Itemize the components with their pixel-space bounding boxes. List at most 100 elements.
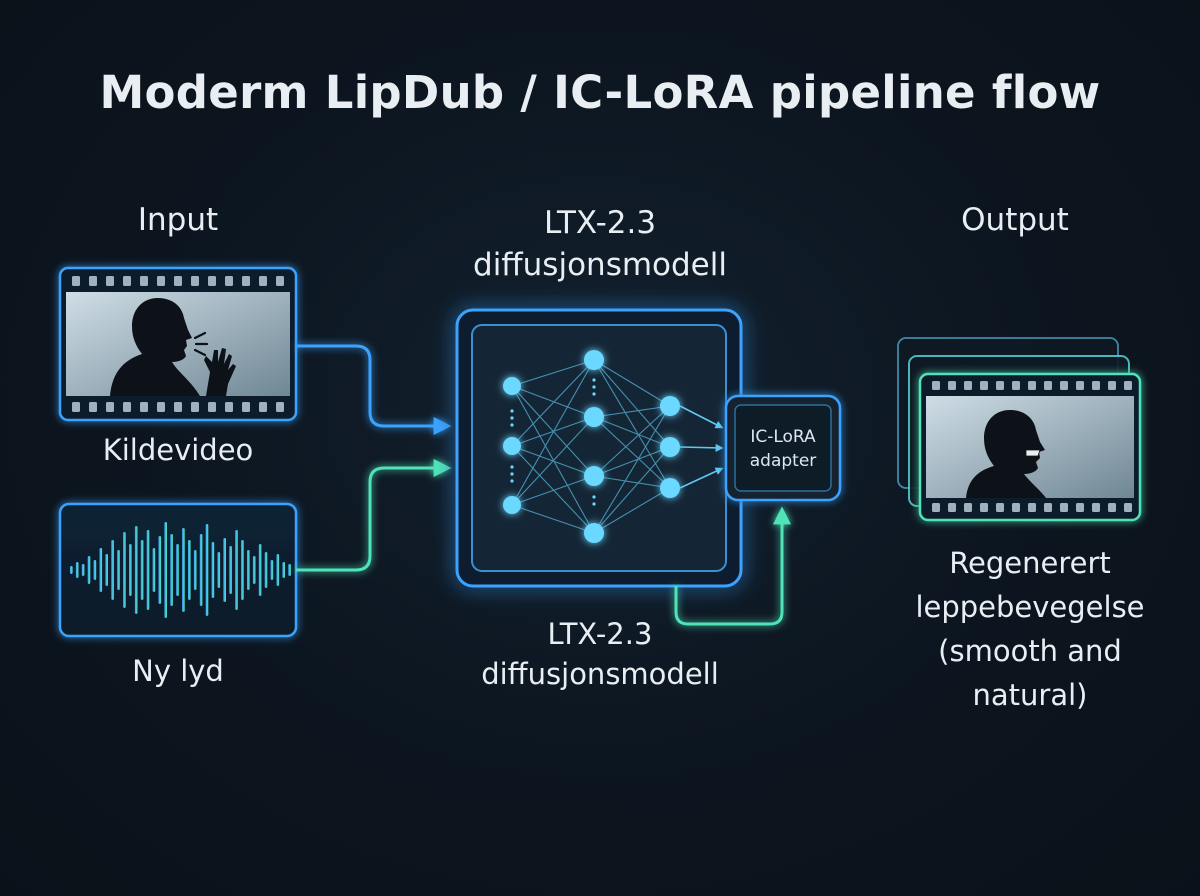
new-audio-label: Ny lyd bbox=[132, 654, 224, 688]
waveform-bar bbox=[146, 530, 150, 610]
waveform-bar bbox=[81, 564, 85, 576]
neural-output-arrow bbox=[679, 443, 724, 452]
waveform-bar bbox=[117, 550, 120, 590]
output-sprocket-holes bbox=[932, 381, 1132, 512]
waveform-bar bbox=[264, 552, 268, 588]
waveform-bar bbox=[247, 550, 250, 590]
neural-edge bbox=[593, 487, 671, 534]
waveform-bar bbox=[188, 540, 191, 600]
model-bottom-label: LTX-2.3 diffusjonsmodell bbox=[481, 617, 719, 691]
speaker-silhouette-icon bbox=[110, 298, 200, 396]
neural-node bbox=[503, 437, 521, 455]
film-sprocket-holes bbox=[72, 276, 284, 412]
waveform-bar bbox=[170, 534, 173, 606]
waveform-bars bbox=[70, 522, 291, 618]
neural-edge bbox=[511, 359, 595, 447]
neural-edge bbox=[511, 385, 595, 418]
waveform-bar bbox=[241, 540, 244, 600]
neural-edge bbox=[593, 416, 671, 448]
output-header: Output bbox=[961, 202, 1069, 238]
waveform-bar bbox=[152, 548, 156, 592]
output-label: Regenerert leppebevegelse (smooth and na… bbox=[915, 546, 1145, 712]
teeth-mouth-icon bbox=[1025, 449, 1041, 457]
waveform-bar bbox=[93, 560, 97, 580]
arrow-model-to-adapter bbox=[674, 506, 791, 626]
waveform-bar bbox=[205, 524, 209, 616]
arrow-audio-to-model bbox=[296, 459, 452, 572]
output-speaker-silhouette-icon bbox=[966, 410, 1046, 498]
waveform-bar bbox=[282, 562, 285, 578]
waveform-bar bbox=[129, 544, 132, 596]
neural-edge bbox=[511, 385, 595, 534]
waveform-bar bbox=[252, 556, 256, 584]
waveform-bar bbox=[193, 550, 197, 590]
waveform-bar bbox=[276, 554, 280, 586]
neural-edge bbox=[511, 445, 595, 534]
output-video-stack bbox=[897, 337, 1142, 522]
waveform-bar bbox=[223, 538, 226, 602]
neural-edge bbox=[593, 475, 671, 489]
neural-node bbox=[584, 523, 604, 543]
waveform-bar bbox=[99, 548, 103, 592]
neural-edge bbox=[593, 405, 671, 418]
neural-edge bbox=[593, 405, 671, 534]
waveform-bar bbox=[75, 562, 79, 578]
waveform-bar bbox=[176, 544, 179, 596]
neural-edge bbox=[593, 359, 671, 489]
source-video-label: Kildevideo bbox=[102, 433, 254, 467]
neural-node bbox=[584, 350, 604, 370]
neural-edge bbox=[593, 359, 671, 407]
waveform-bar bbox=[140, 540, 144, 600]
neural-edge bbox=[511, 475, 595, 506]
neural-node bbox=[503, 496, 521, 514]
waveform-bar bbox=[229, 546, 232, 594]
neural-edge bbox=[593, 416, 671, 489]
waveform-bar bbox=[182, 528, 185, 612]
input-header: Input bbox=[137, 202, 219, 238]
neural-layer-dots bbox=[510, 378, 596, 506]
model-header: LTX-2.3 diffusjonsmodell bbox=[473, 205, 727, 283]
neural-node bbox=[660, 478, 680, 498]
waveform-bar bbox=[164, 522, 167, 618]
waveform-bar bbox=[134, 526, 138, 614]
neural-edge bbox=[511, 416, 595, 506]
neural-edge bbox=[593, 359, 671, 448]
neural-node bbox=[660, 437, 680, 457]
arrow-video-to-model bbox=[296, 344, 452, 435]
diffusion-model-block bbox=[455, 308, 743, 588]
waveform-bar bbox=[270, 560, 274, 580]
neural-edge bbox=[593, 405, 671, 477]
waveform-bar bbox=[235, 530, 238, 610]
waveform-bar bbox=[217, 552, 221, 588]
waveform-bar bbox=[211, 542, 215, 598]
raised-hand-icon bbox=[204, 348, 236, 396]
neural-output-arrow bbox=[679, 405, 724, 429]
neural-node bbox=[584, 407, 604, 427]
neural-output-arrow bbox=[679, 467, 724, 489]
neural-edge bbox=[511, 504, 595, 534]
waveform-bar bbox=[199, 534, 203, 606]
neural-node bbox=[660, 396, 680, 416]
neural-edge bbox=[593, 446, 671, 477]
neural-node bbox=[584, 466, 604, 486]
neural-network-graph bbox=[503, 350, 724, 543]
source-video-frame bbox=[58, 266, 298, 422]
waveform-bar bbox=[288, 564, 291, 576]
neural-node bbox=[503, 377, 521, 395]
waveform-bar bbox=[258, 544, 262, 596]
neural-edge bbox=[593, 446, 671, 534]
neural-edge bbox=[511, 359, 595, 387]
waveform-bar bbox=[111, 540, 114, 600]
page-title: Moderm LipDub / IC-LoRA pipeline flow bbox=[99, 66, 1101, 119]
waveform-bar bbox=[87, 556, 91, 584]
waveform-bar bbox=[158, 536, 162, 604]
speech-lines-icon bbox=[193, 331, 209, 357]
new-audio-waveform bbox=[58, 502, 298, 638]
waveform-bar bbox=[105, 554, 108, 586]
waveform-bar bbox=[123, 532, 126, 608]
neural-edge bbox=[511, 359, 595, 506]
